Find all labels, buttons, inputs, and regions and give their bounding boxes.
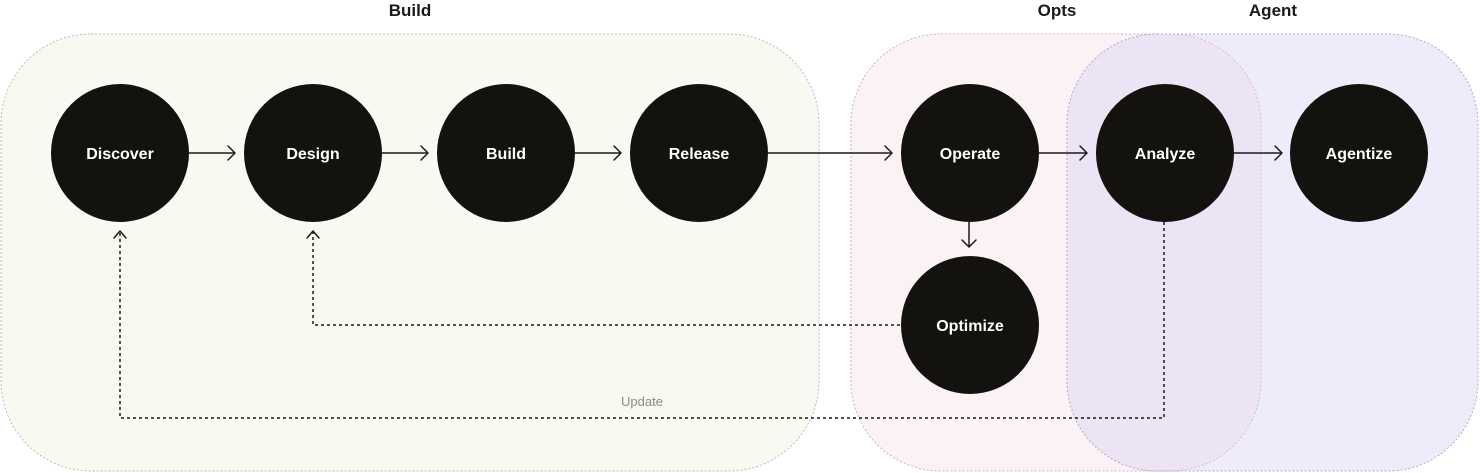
node-release: Release [630, 84, 768, 222]
edge-release-operate [768, 145, 893, 161]
node-agentize: Agentize [1290, 84, 1428, 222]
node-build: Build [437, 84, 575, 222]
node-design-label: Design [286, 146, 339, 163]
edge-optimize-design [306, 230, 900, 326]
node-discover-label: Discover [86, 146, 154, 163]
node-analyze: Analyze [1096, 84, 1234, 222]
group-build-region [0, 33, 820, 472]
edge-analyze-agentize [1234, 145, 1283, 161]
edge-update-label: Update [621, 394, 663, 409]
node-build-label: Build [486, 146, 526, 163]
group-opts-title: Opts [1038, 1, 1077, 20]
node-optimize: Optimize [901, 256, 1039, 394]
node-release-label: Release [669, 146, 730, 163]
edge-design-build [382, 145, 429, 161]
edge-operate-analyze [1039, 145, 1088, 161]
node-operate-label: Operate [940, 146, 1001, 163]
node-analyze-label: Analyze [1135, 146, 1196, 163]
edge-discover-design [189, 145, 236, 161]
edge-analyze-discover [113, 222, 1165, 419]
node-design: Design [244, 84, 382, 222]
node-operate: Operate [901, 84, 1039, 222]
node-agentize-label: Agentize [1326, 146, 1393, 163]
edge-build-release [575, 145, 622, 161]
group-build-title: Build [389, 1, 432, 20]
edge-operate-optimize [961, 222, 977, 248]
node-discover: Discover [51, 84, 189, 222]
group-agent-title: Agent [1249, 1, 1298, 20]
node-optimize-label: Optimize [936, 318, 1004, 335]
